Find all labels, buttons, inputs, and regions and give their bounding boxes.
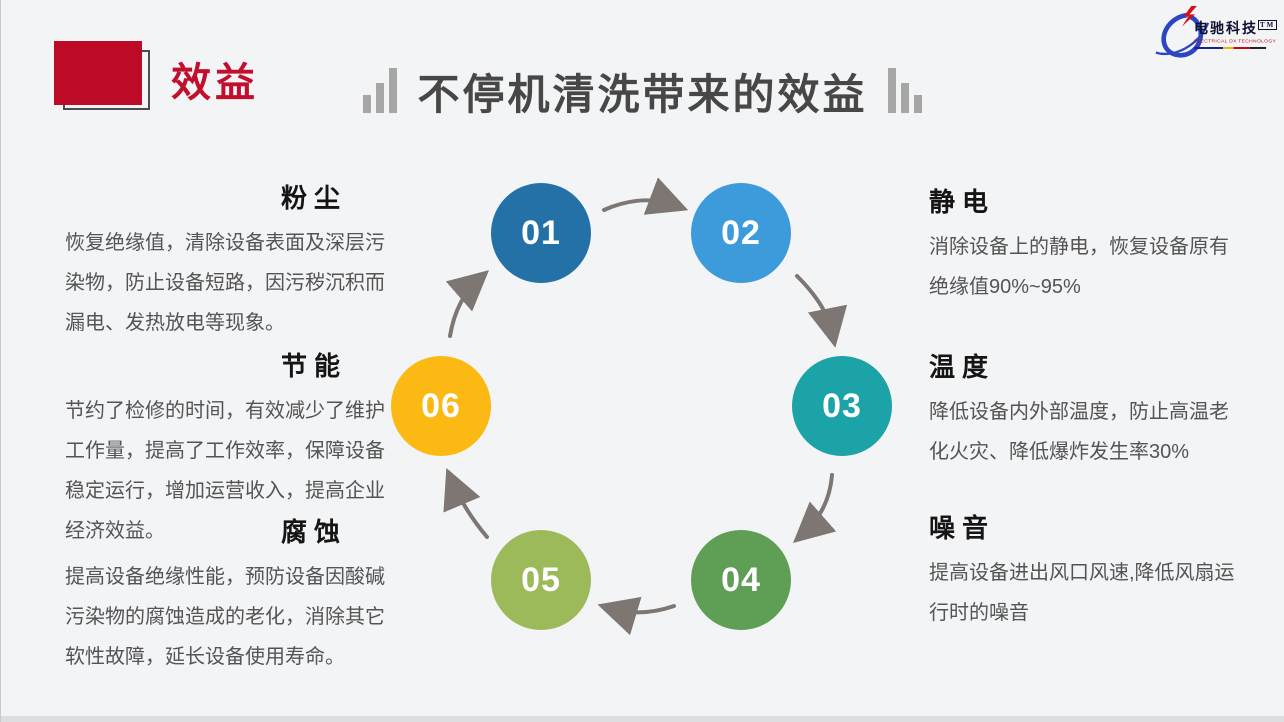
- logo-d-swoosh-icon: [1155, 6, 1210, 58]
- equalizer-bars-left-icon: [363, 68, 398, 113]
- benefit-temperature-body: 降低设备内外部温度，防止高温老化火灾、降低爆炸发生率30%: [929, 401, 1229, 463]
- trademark-mark: TM: [1258, 20, 1278, 31]
- benefit-noise-body: 提高设备进出风口风速,降低风扇运行时的噪音: [929, 562, 1235, 624]
- cycle-step-05: 05: [491, 530, 591, 630]
- cycle-step-03: 03: [792, 356, 892, 456]
- logo-tagline: ELECTRICAL DX TECHNOLOGY: [1194, 38, 1277, 44]
- arrow-04-05-icon: [597, 596, 676, 636]
- benefit-static: 静电 消除设备上的静电，恢复设备原有绝缘值90%~95%: [929, 182, 1239, 307]
- benefit-energy-saving: 节能 节约了检修的时间，有效减少了维护工作量，提高了工作效率，保障设备稳定运行，…: [65, 346, 395, 551]
- benefit-corrosion-body: 提高设备绝缘性能，预防设备因酸碱污染物的腐蚀造成的老化，消除其它软性故障，延长设…: [65, 566, 385, 668]
- arrow-02-03-icon: [795, 274, 848, 348]
- arrow-05-06-icon: [443, 467, 489, 539]
- bottom-edge-strip: [1, 716, 1284, 722]
- benefit-dust: 粉尘 恢复绝缘值，清除设备表面及深层污染物，防止设备短路，因污秽沉积而漏电、发热…: [65, 178, 395, 343]
- logo-brand-text: 电驰科技: [1194, 22, 1258, 37]
- cycle-step-04-number: 04: [721, 560, 761, 599]
- cycle-step-05-number: 05: [521, 560, 561, 599]
- benefit-dust-title: 粉尘: [280, 183, 347, 213]
- equalizer-bars-right-icon: [887, 68, 922, 113]
- benefit-temperature-title: 温度: [929, 352, 996, 382]
- benefit-corrosion: 腐蚀 提高设备绝缘性能，预防设备因酸碱污染物的腐蚀造成的老化，消除其它软性故障，…: [65, 512, 395, 677]
- cycle-step-06-number: 06: [421, 386, 461, 425]
- section-label: 效益: [171, 61, 259, 105]
- benefit-temperature: 温度 降低设备内外部温度，防止高温老化火灾、降低爆炸发生率30%: [929, 347, 1239, 472]
- arrow-01-02-icon: [602, 177, 689, 215]
- cycle-step-03-number: 03: [822, 386, 862, 425]
- benefit-dust-body: 恢复绝缘值，清除设备表面及深层污染物，防止设备短路，因污秽沉积而漏电、发热放电等…: [65, 232, 385, 334]
- title-row: 不停机清洗带来的效益: [1, 68, 1284, 120]
- arrow-06-01-icon: [445, 270, 490, 338]
- cycle-step-01: 01: [491, 183, 591, 283]
- cycle-step-06: 06: [391, 356, 491, 456]
- logo-color-strip: [1194, 47, 1266, 49]
- cycle-step-02: 02: [691, 183, 791, 283]
- cycle-step-01-number: 01: [521, 213, 561, 252]
- cycle-step-02-number: 02: [721, 213, 761, 252]
- lightning-bolt-icon: [1182, 6, 1197, 27]
- benefit-noise-title: 噪音: [929, 513, 996, 543]
- benefit-static-title: 静电: [929, 187, 996, 217]
- cycle-step-04: 04: [691, 530, 791, 630]
- section-marker-block: [54, 41, 142, 105]
- benefit-energy-saving-body: 节约了检修的时间，有效减少了维护工作量，提高了工作效率，保障设备稳定运行，增加运…: [65, 400, 385, 542]
- page-title: 不停机清洗带来的效益: [417, 70, 868, 118]
- arrow-03-04-icon: [793, 473, 837, 543]
- benefit-noise: 噪音 提高设备进出风口风速,降低风扇运行时的噪音: [929, 508, 1239, 633]
- benefit-corrosion-title: 腐蚀: [280, 517, 347, 547]
- benefit-energy-saving-title: 节能: [280, 351, 347, 381]
- benefit-static-body: 消除设备上的静电，恢复设备原有绝缘值90%~95%: [929, 236, 1229, 298]
